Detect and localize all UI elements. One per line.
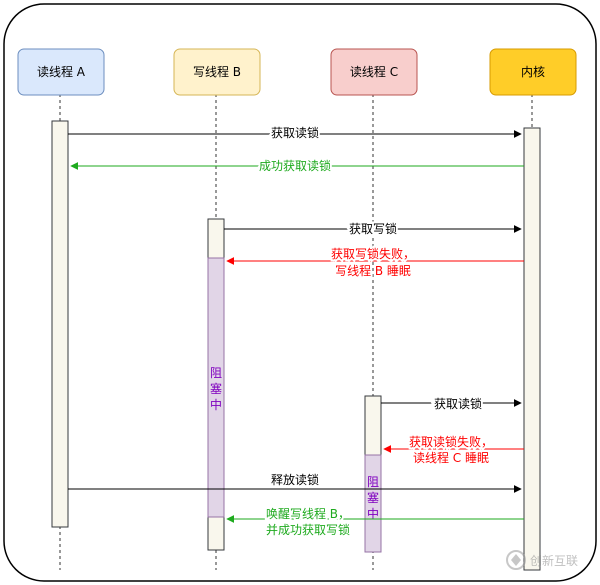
blocked-label-char-3: 中: [367, 506, 379, 521]
participant-label: 写线程 B: [193, 64, 241, 79]
activation-kernel: [523, 127, 541, 571]
activation-reader-a: [51, 120, 69, 528]
participant-box: [17, 48, 105, 96]
blocked-writer-b: 阻 塞 中: [207, 257, 225, 518]
watermark: 创新互联: [506, 550, 578, 570]
blocked-reader-c: 阻 塞 中: [364, 454, 382, 553]
message-b-write-failed: 获取写锁失败， 写线程 B 睡眠: [226, 244, 524, 280]
message-b-woken-write-granted: 唤醒写线程 B， 并成功获取写锁: [226, 504, 524, 539]
blocked-label-char-1: 阻: [210, 366, 222, 380]
blocked-bar: [364, 454, 382, 553]
message-c-read-failed: 获取读锁失败， 读线程 C 睡眠: [383, 432, 524, 467]
message-a-acquire-read: 获取读锁: [68, 123, 522, 142]
message-label: 获取读锁: [434, 396, 482, 411]
message-c-acquire-read: 获取读锁: [381, 394, 522, 413]
participant-reader-a: 读线程 A: [17, 48, 105, 96]
message-label: 成功获取读锁: [259, 158, 331, 173]
message-a-release-read: 释放读锁: [68, 470, 522, 493]
participant-box: [330, 48, 418, 96]
message-label-line-2: 读线程 C 睡眠: [413, 450, 489, 465]
participant-label: 内核: [521, 65, 545, 79]
blocked-bar: [207, 257, 225, 518]
diagram-frame: [3, 3, 597, 582]
message-b-acquire-write: 获取写锁: [224, 219, 522, 238]
participant-box: [489, 48, 577, 96]
participant-label: 读线程 C: [350, 64, 398, 79]
blocked-label-char-3: 中: [210, 397, 222, 412]
blocked-label-char-2: 塞: [367, 490, 379, 505]
message-label-line-2: 并成功获取写锁: [266, 522, 350, 537]
participant-kernel: 内核: [489, 48, 577, 96]
watermark-text: 创新互联: [530, 553, 578, 568]
message-label: 释放读锁: [271, 472, 319, 487]
message-label-line-1: 获取读锁失败，: [409, 434, 493, 449]
message-label: 获取写锁: [349, 221, 397, 236]
blocked-label-char-1: 阻: [367, 475, 379, 489]
message-label: 获取读锁: [271, 125, 319, 140]
message-a-read-granted: 成功获取读锁: [70, 156, 524, 175]
blocked-label-char-2: 塞: [210, 381, 222, 396]
participant-box: [173, 48, 261, 96]
message-label-line-2: 写线程 B 睡眠: [335, 263, 411, 278]
participant-reader-c: 读线程 C: [330, 48, 418, 96]
participant-writer-b: 写线程 B: [173, 48, 261, 96]
chuangxin-logo-icon: [506, 550, 526, 570]
participant-label: 读线程 A: [37, 64, 86, 79]
message-label-line-1: 获取写锁失败，: [331, 246, 415, 261]
message-label-line-1: 唤醒写线程 B，: [266, 506, 350, 521]
